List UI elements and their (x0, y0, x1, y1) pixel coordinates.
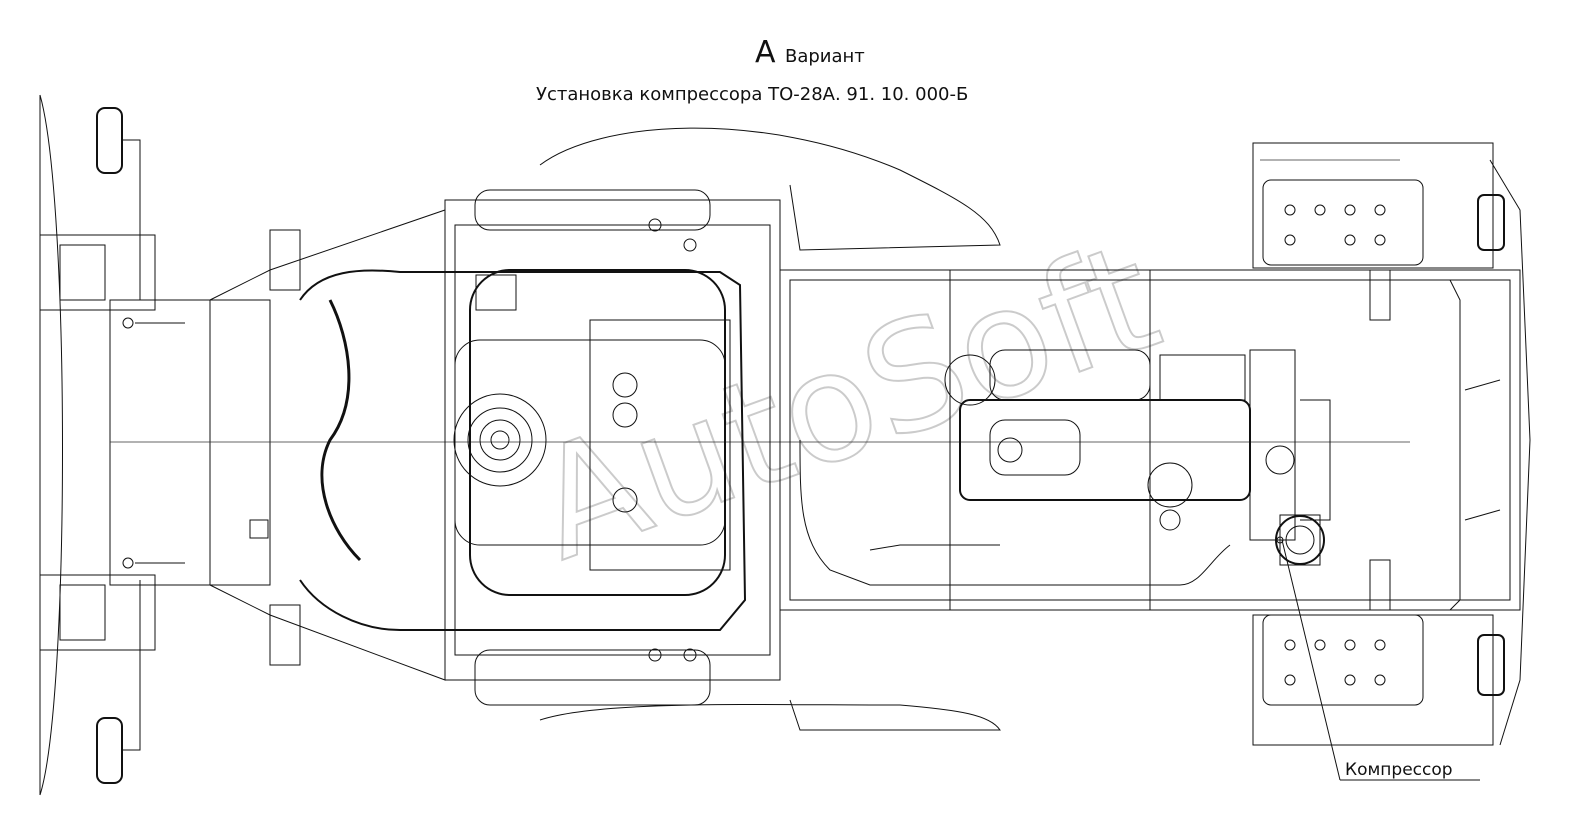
variant-label: Вариант (785, 46, 865, 67)
chassis-frame (779, 269, 1521, 611)
watermark-text: AutoSoft (514, 210, 1179, 594)
battery-boxes (1252, 142, 1531, 746)
diagram-subtitle: Установка компрессора ТО-28А. 91. 10. 00… (536, 84, 968, 105)
fenders (539, 127, 1001, 731)
hood-section (444, 189, 781, 706)
view-letter: A (755, 35, 776, 70)
engine (944, 349, 1331, 541)
rear-wheels-left (39, 94, 156, 796)
compressor (1275, 514, 1325, 566)
diagram-title: A Вариант (755, 35, 865, 70)
compressor-callout: Компрессор (1281, 539, 1480, 781)
wiring-harness (299, 269, 1501, 631)
compressor-label: Компрессор (1345, 760, 1453, 780)
